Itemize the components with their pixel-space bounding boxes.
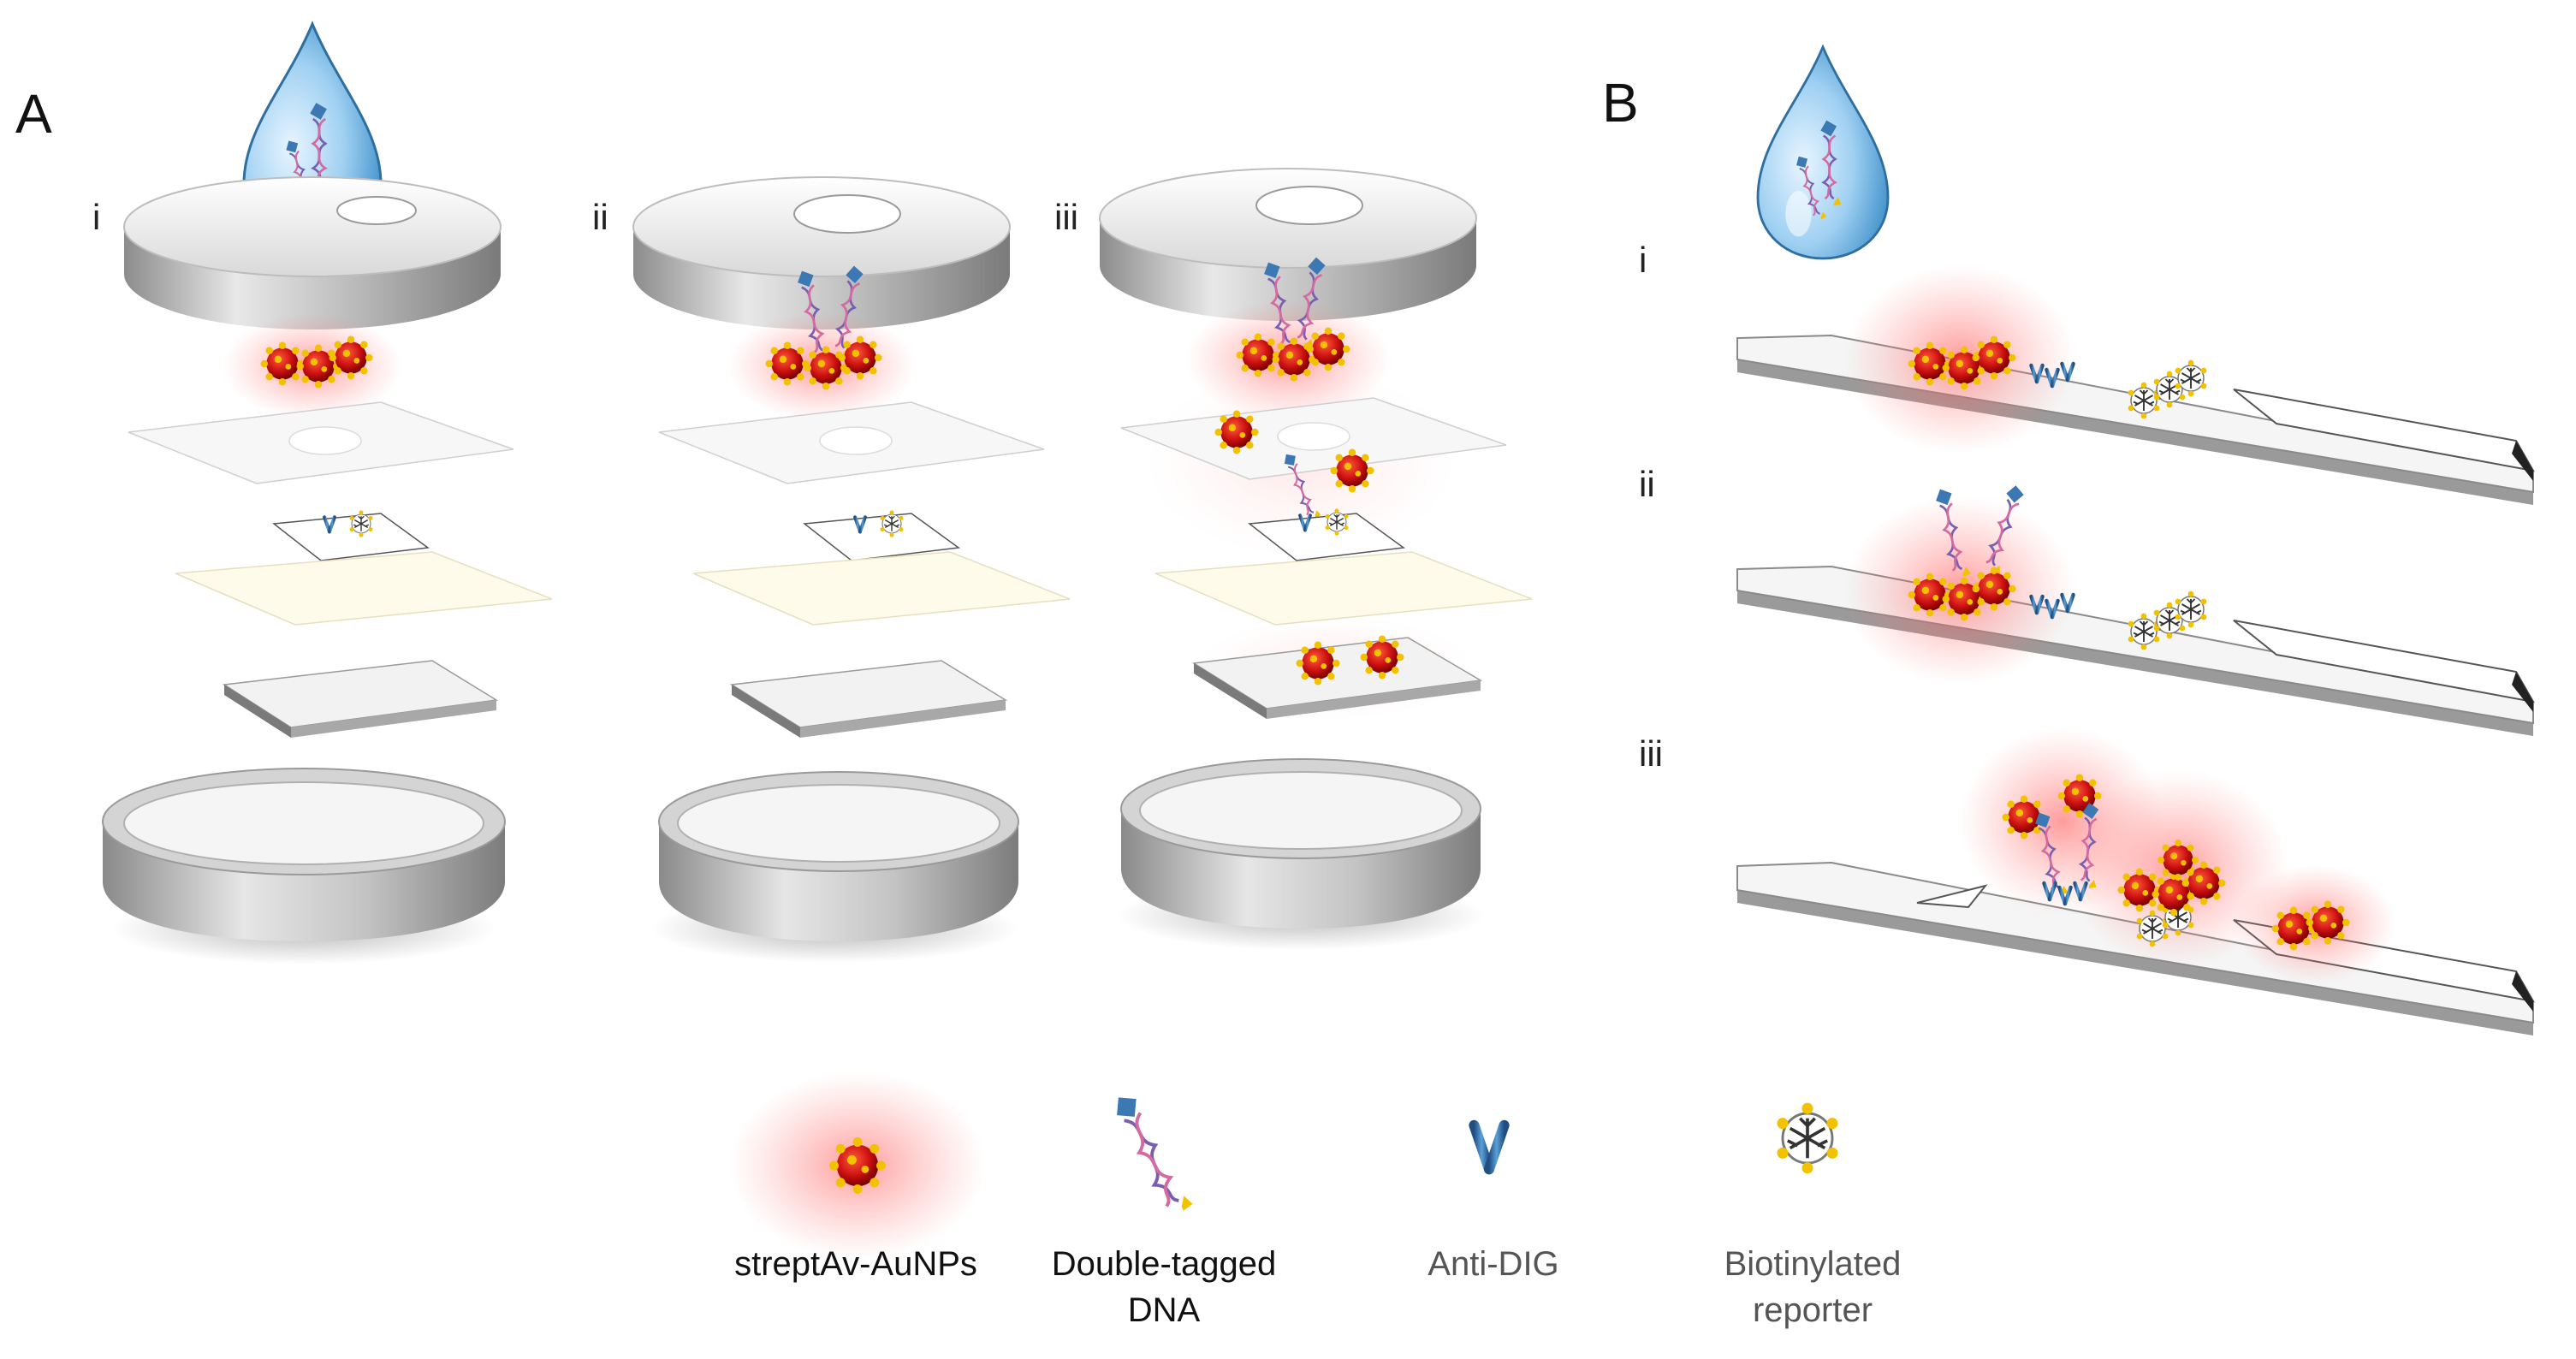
ring-base xyxy=(658,771,1019,941)
ring-base xyxy=(102,768,506,941)
cap-top xyxy=(123,176,502,329)
legend-item-aunps: streptAv-AuNPs xyxy=(729,1071,986,1283)
legend: streptAv-AuNPs Double-tagged DNA Anti-DI… xyxy=(729,1071,1901,1329)
ring-base xyxy=(1120,758,1481,929)
step-label-B-ii: ii xyxy=(1639,464,1655,504)
lateral-flow-strip-i: i xyxy=(1639,240,2535,505)
cap-top xyxy=(632,176,1011,329)
legend-item-reporter: Biotinylated reporter xyxy=(1724,1101,1902,1329)
column-i: i xyxy=(92,176,553,964)
legend-label-reporter-line2: reporter xyxy=(1753,1291,1873,1329)
absorbent-pad xyxy=(692,551,1071,626)
legend-label-aunps: streptAv-AuNPs xyxy=(734,1245,977,1283)
panel-A-letter: A xyxy=(15,83,52,145)
conjugate-pad xyxy=(272,513,430,561)
step-label-A-ii: ii xyxy=(592,197,608,237)
legend-item-dna: Double-tagged DNA xyxy=(1052,1086,1276,1329)
step-label-A-i: i xyxy=(92,197,100,237)
absorbent-pad xyxy=(175,551,553,626)
column-iii: iii xyxy=(1054,168,1533,950)
legend-label-dna-line1: Double-tagged xyxy=(1052,1245,1276,1283)
legend-item-antidig: Anti-DIG xyxy=(1427,1125,1559,1283)
dna-helix-icon xyxy=(1108,1086,1196,1221)
step-label-B-iii: iii xyxy=(1639,733,1663,774)
gold-nanoparticle-icon xyxy=(829,1137,886,1194)
droplet-icon xyxy=(1756,44,1890,260)
legend-label-antidig: Anti-DIG xyxy=(1427,1245,1558,1283)
legend-label-reporter-line1: Biotinylated xyxy=(1724,1245,1902,1283)
antibody-icon xyxy=(1474,1125,1504,1204)
step-label-A-iii: iii xyxy=(1054,197,1078,237)
lateral-flow-strip-iii: iii xyxy=(1639,727,2535,1036)
panel-B-letter: B xyxy=(1602,72,1639,134)
legend-label-dna-line2: DNA xyxy=(1128,1291,1201,1329)
biotin-reporter-icon xyxy=(1775,1101,1840,1176)
conjugate-pad xyxy=(803,513,960,561)
absorbent-pad xyxy=(1154,551,1533,626)
lateral-flow-strip-ii: ii xyxy=(1639,464,2535,736)
step-label-B-i: i xyxy=(1639,240,1647,280)
conjugate-pad xyxy=(1248,513,1405,561)
cap-top xyxy=(1099,168,1477,321)
column-ii: ii xyxy=(592,176,1071,963)
